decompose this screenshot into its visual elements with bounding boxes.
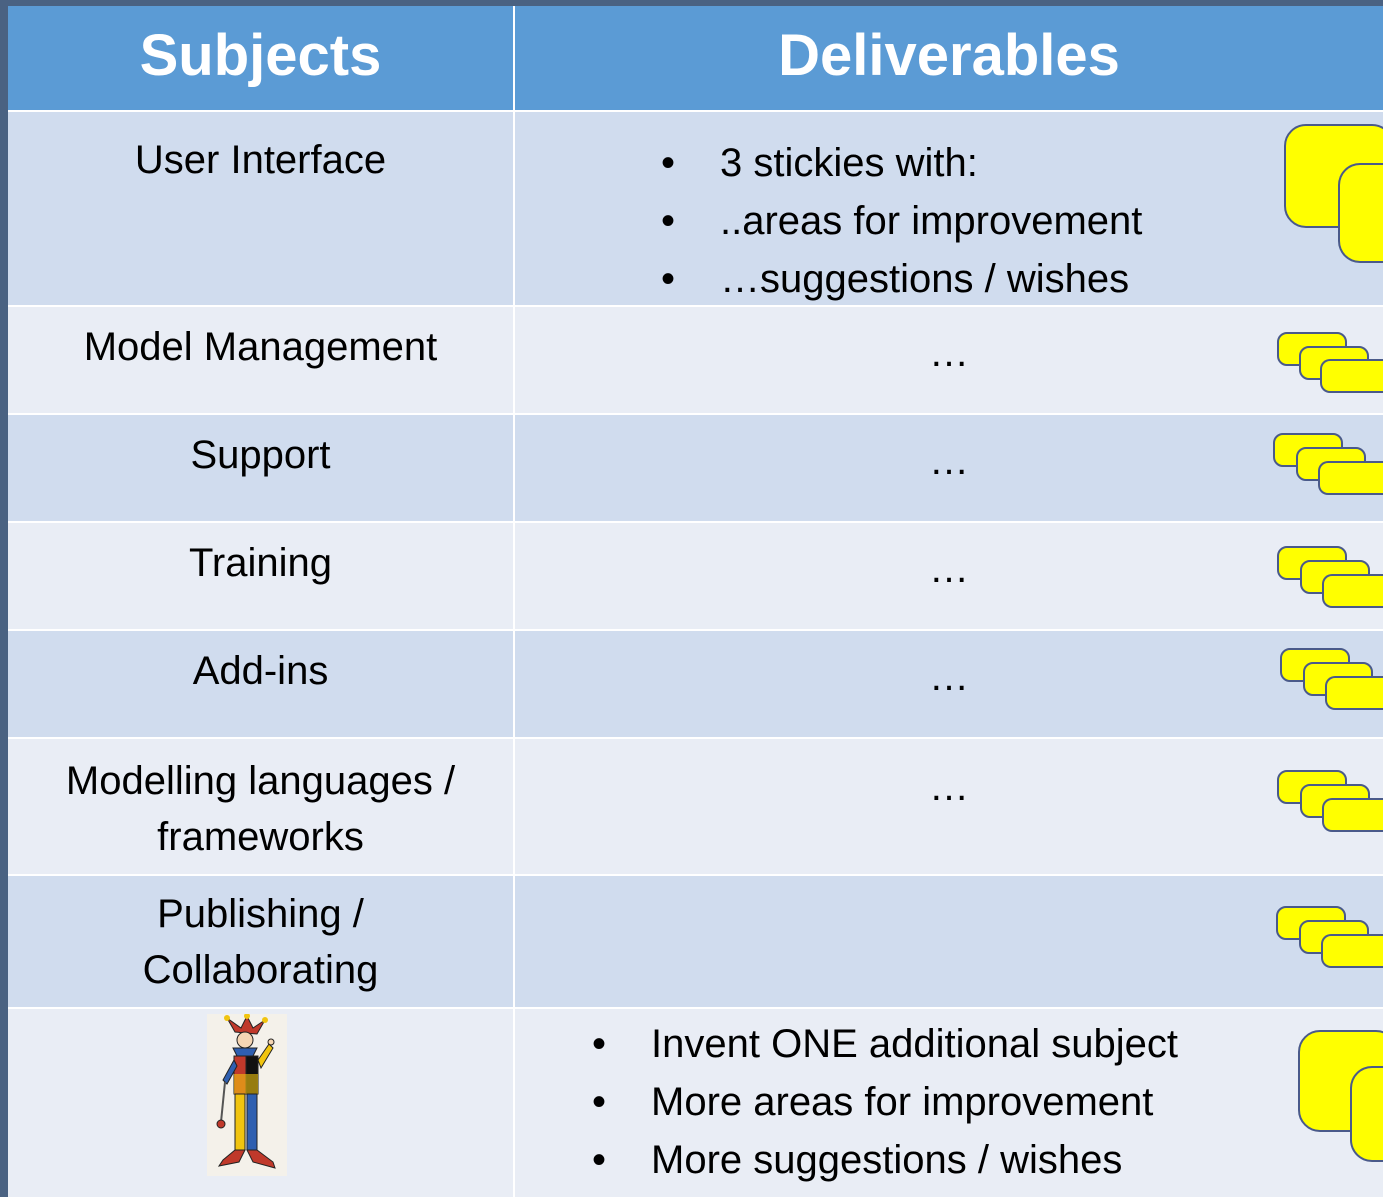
- subject-support: Support: [8, 415, 513, 521]
- joker-figure-icon: [207, 1014, 287, 1176]
- subject-training: Training: [8, 523, 513, 629]
- bullet-item: •3 stickies with:: [660, 141, 978, 185]
- header-subjects: Subjects: [8, 6, 513, 110]
- bullet-item: •…suggestions / wishes: [660, 257, 1130, 301]
- deliverable-joker: •Invent ONE additional subject •More are…: [515, 1009, 1383, 1197]
- subject-add-ins: Add-ins: [8, 631, 513, 737]
- deliverable-publishing: [515, 876, 1383, 1007]
- bullet-item: •More suggestions / wishes: [591, 1138, 1123, 1182]
- bullet-item: •More areas for improvement: [591, 1080, 1154, 1124]
- subjects-table: Subjects Deliverables User Interface •3 …: [8, 6, 1383, 1197]
- deliverable-user-interface: •3 stickies with: •..areas for improveme…: [515, 112, 1383, 305]
- subject-user-interface: User Interface: [8, 112, 513, 305]
- deliverable-training: …: [515, 523, 1383, 629]
- deliverable-support: …: [515, 415, 1383, 521]
- bullet-item: •..areas for improvement: [660, 199, 1143, 243]
- bullet-item: •Invent ONE additional subject: [591, 1022, 1178, 1066]
- header-deliverables: Deliverables: [515, 6, 1383, 110]
- deliverable-model-management: …: [515, 307, 1383, 413]
- deliverable-modelling-languages: …: [515, 739, 1383, 874]
- subject-model-management: Model Management: [8, 307, 513, 413]
- subject-publishing: Publishing / Collaborating: [8, 876, 513, 1007]
- deliverable-add-ins: …: [515, 631, 1383, 737]
- subject-modelling-languages: Modelling languages / frameworks: [8, 739, 513, 874]
